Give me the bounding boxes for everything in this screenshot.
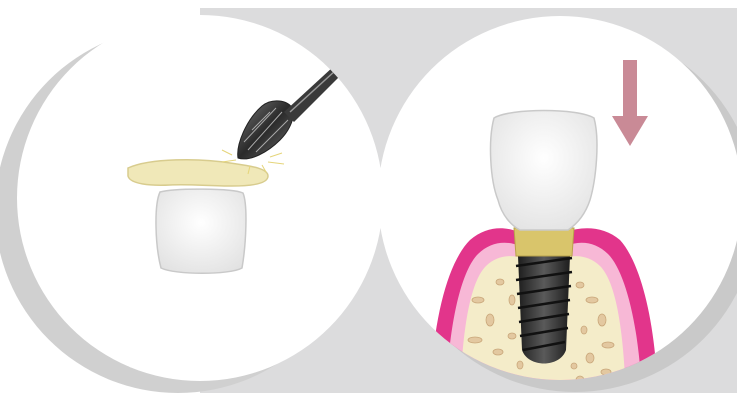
abutment-collar (514, 228, 574, 256)
crown-icon (156, 189, 246, 273)
implant-screw-icon (516, 256, 572, 364)
implant-crown-icon (491, 111, 597, 231)
